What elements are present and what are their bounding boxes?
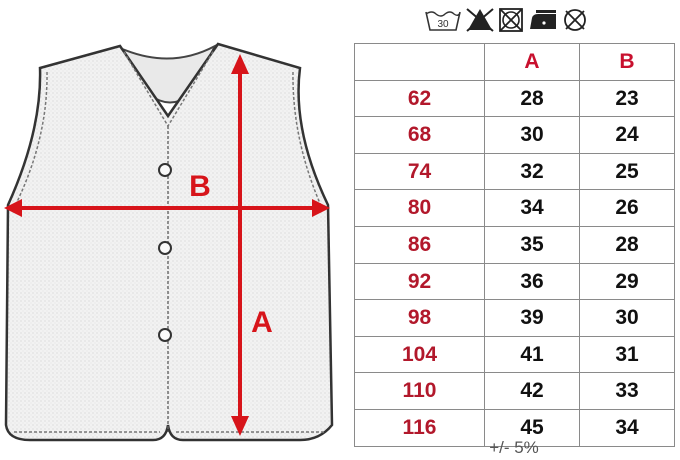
b-cell: 31 — [579, 335, 675, 374]
table-header-row: A B — [354, 43, 675, 81]
b-cell: 29 — [579, 262, 675, 301]
tolerance-note: +/- 5% — [489, 438, 539, 457]
care-symbols: 30 — [425, 8, 586, 32]
button-middle — [158, 241, 172, 255]
b-cell: 24 — [579, 116, 675, 154]
no-bleach-icon — [466, 8, 494, 32]
a-cell: 30 — [484, 116, 580, 154]
b-cell: 26 — [579, 189, 675, 227]
a-cell: 39 — [484, 299, 580, 337]
header-a: A — [484, 43, 580, 81]
size-cell: 62 — [354, 79, 485, 118]
b-cell: 28 — [579, 225, 675, 264]
b-cell: 33 — [579, 372, 675, 410]
wash-30-icon: 30 — [425, 11, 461, 31]
b-cell: 34 — [579, 408, 675, 447]
table-row: 86 35 28 — [354, 225, 675, 264]
b-cell: 25 — [579, 152, 675, 191]
header-b: B — [579, 43, 675, 81]
label-b: B — [189, 170, 211, 203]
button-bottom — [158, 328, 172, 342]
size-cell: 110 — [354, 372, 485, 410]
a-cell: 42 — [484, 372, 580, 410]
size-cell: 98 — [354, 299, 485, 337]
table-row: 74 32 25 — [354, 152, 675, 191]
size-cell: 104 — [354, 335, 485, 374]
label-a: A — [251, 306, 273, 339]
size-cell: 68 — [354, 116, 485, 154]
no-dry-clean-icon — [564, 9, 586, 31]
table-row: 80 34 26 — [354, 189, 675, 227]
a-cell: 32 — [484, 152, 580, 191]
table-row: 62 28 23 — [354, 79, 675, 118]
iron-low-icon — [530, 10, 556, 29]
header-size — [354, 43, 485, 81]
size-cell: 92 — [354, 262, 485, 301]
a-cell: 35 — [484, 225, 580, 264]
table-row: 116 45 34 — [354, 408, 675, 447]
a-cell: 34 — [484, 189, 580, 227]
table-row: 110 42 33 — [354, 372, 675, 410]
button-top — [158, 163, 172, 177]
size-cell: 86 — [354, 225, 485, 264]
no-tumble-dry-icon — [499, 8, 523, 32]
a-cell: 45 — [484, 408, 580, 447]
table-row: 92 36 29 — [354, 262, 675, 301]
a-cell: 41 — [484, 335, 580, 374]
table-row: 104 41 31 — [354, 335, 675, 374]
a-cell: 28 — [484, 79, 580, 118]
a-cell: 36 — [484, 262, 580, 301]
vest-measurement-diagram: B A — [4, 42, 334, 442]
wash-temperature-label: 30 — [437, 19, 449, 30]
table-row: 68 30 24 — [354, 116, 675, 154]
b-cell: 30 — [579, 299, 675, 337]
size-chart-table: A B 62 28 23 68 30 24 74 32 25 80 34 26 … — [354, 43, 675, 447]
b-cell: 23 — [579, 79, 675, 118]
size-cell: 80 — [354, 189, 485, 227]
measurement-arrows — [4, 54, 330, 436]
vest-illustration — [4, 42, 334, 442]
table-row: 98 39 30 — [354, 299, 675, 337]
size-cell: 74 — [354, 152, 485, 191]
